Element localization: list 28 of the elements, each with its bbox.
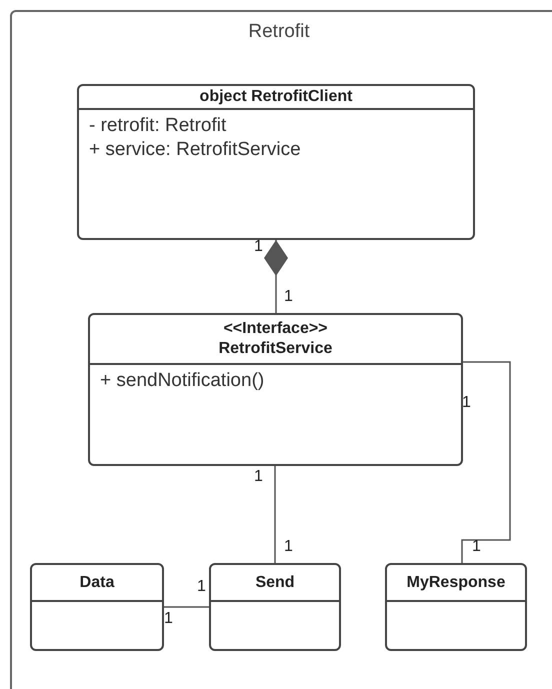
multiplicity-label: 1 — [254, 238, 263, 256]
class-name: object RetrofitClient — [200, 87, 352, 107]
connector-line — [164, 606, 209, 608]
class-name: Send — [255, 572, 295, 592]
class-member: - retrofit: Retrofit — [89, 114, 228, 138]
class-box — [77, 84, 475, 240]
class-box — [88, 313, 463, 466]
class-box — [30, 563, 164, 651]
multiplicity-label: 1 — [164, 610, 173, 628]
class-box — [385, 563, 527, 651]
class-member: + service: RetrofitService — [89, 138, 302, 162]
class-member: + sendNotification() — [100, 369, 266, 393]
multiplicity-label: 1 — [472, 538, 481, 556]
connector-line — [274, 466, 276, 563]
multiplicity-label: 1 — [284, 288, 293, 306]
class-name: MyResponse — [406, 572, 506, 592]
multiplicity-label: 1 — [462, 394, 471, 412]
multiplicity-label: 1 — [197, 578, 206, 596]
multiplicity-label: 1 — [254, 468, 263, 486]
connector-line — [264, 240, 288, 313]
class-box — [209, 563, 341, 651]
multiplicity-label: 1 — [284, 538, 293, 556]
class-name: RetrofitService — [218, 339, 332, 359]
class-name: Data — [80, 572, 114, 592]
package-frame — [10, 10, 552, 689]
class-name: <<Interface>> — [223, 319, 328, 339]
package-title: Retrofit — [247, 20, 311, 44]
connector-line — [461, 361, 511, 563]
